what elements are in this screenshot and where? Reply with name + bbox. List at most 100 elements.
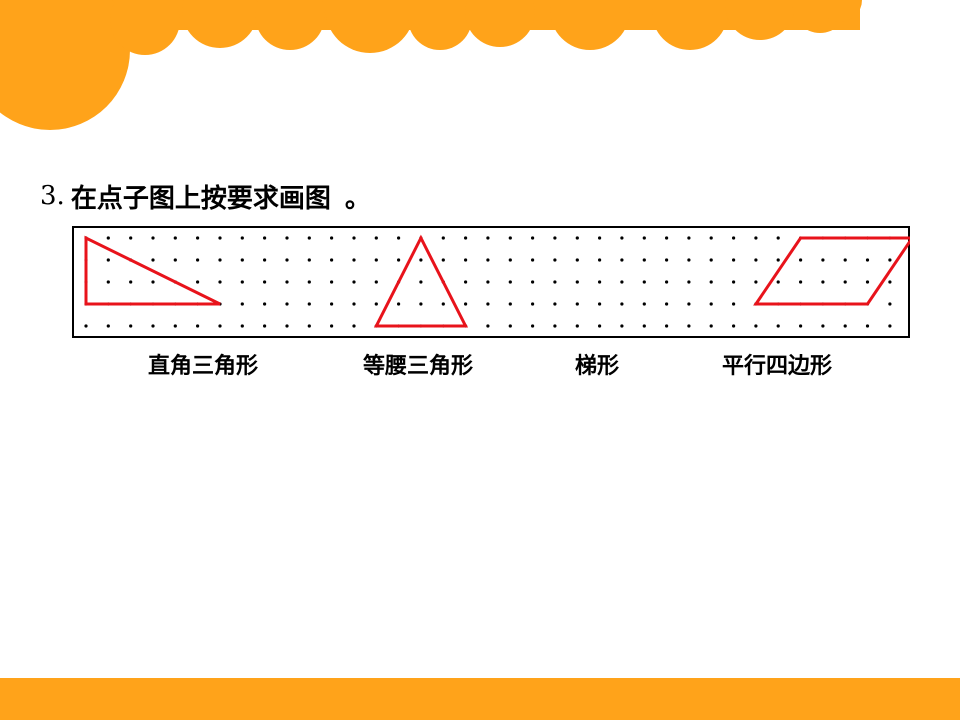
grid-dot [709,258,713,262]
grid-dot [106,236,110,240]
grid-dot [240,236,244,240]
grid-dot [419,302,423,306]
grid-dot [129,280,133,284]
grid-dot [441,302,445,306]
grid-dot [129,324,133,328]
grid-dot [106,324,110,328]
grid-dot [754,280,758,284]
grid-dot [263,280,267,284]
grid-dot [263,302,267,306]
grid-dot [843,280,847,284]
grid-dot [553,280,557,284]
grid-dot [240,302,244,306]
grid-dot [218,258,222,262]
parallelogram-shape [753,236,910,306]
grid-dot [598,302,602,306]
grid-dot [263,236,267,240]
grid-dot [486,324,490,328]
grid-dot [464,302,468,306]
grid-dot [352,280,356,284]
grid-dot [419,258,423,262]
grid-dot [553,324,557,328]
grid-dot [508,280,512,284]
grid-dot [508,236,512,240]
grid-dot [888,324,892,328]
grid-dot [665,236,669,240]
grid-dot [709,280,713,284]
grid-dot [151,280,155,284]
grid-dot [240,280,244,284]
grid-dot [330,324,334,328]
grid-dot [106,280,110,284]
grid-dot [598,280,602,284]
grid-dot [553,236,557,240]
grid-dot [642,236,646,240]
grid-dot [464,258,468,262]
grid-dot [307,236,311,240]
grid-dot [687,324,691,328]
grid-dot [821,280,825,284]
label-isosceles-triangle: 等腰三角形 [362,354,474,379]
grid-dot [799,324,803,328]
grid-dot [754,324,758,328]
grid-dot [464,236,468,240]
grid-dot [642,258,646,262]
grid-dot [843,324,847,328]
orange-cloud-header [0,0,862,130]
grid-dot [397,258,401,262]
grid-dot [620,280,624,284]
grid-dot [799,258,803,262]
grid-dot [687,236,691,240]
grid-dot [352,236,356,240]
grid-dot [307,324,311,328]
grid-dot [464,280,468,284]
question-period: 。 [344,183,371,214]
grid-dot [754,236,758,240]
grid-dot [709,324,713,328]
grid-dot [129,236,133,240]
grid-dot [843,258,847,262]
isosceles-triangle-shape [373,234,469,328]
grid-dot [553,302,557,306]
question-text: 在点子图上按要求画图 [70,183,331,214]
grid-dots [84,236,892,328]
dot-grid-figure [72,226,910,338]
grid-dot [307,280,311,284]
grid-dot [575,302,579,306]
grid-dot [709,236,713,240]
label-right-triangle: 直角三角形 [147,354,259,379]
grid-dot [620,258,624,262]
grid-dot [888,302,892,306]
grid-dot [687,258,691,262]
grid-dot [196,236,200,240]
grid-dot [374,302,378,306]
grid-dot [732,258,736,262]
grid-dot [665,280,669,284]
grid-dot [620,302,624,306]
grid-dot [776,324,780,328]
grid-dot [821,258,825,262]
grid-dot [865,280,870,284]
grid-dot [486,258,490,262]
grid-dot [352,324,356,328]
grid-dot [196,258,200,262]
grid-dot [397,302,401,306]
label-trapezoid: 梯形 [574,354,620,379]
grid-dot [620,236,624,240]
grid-frame [72,226,910,338]
grid-dot [218,280,222,284]
grid-dot [218,236,222,240]
grid-dot [665,324,669,328]
grid-dot [888,258,892,262]
grid-dot [776,280,780,284]
grid-dot [687,280,691,284]
grid-dot [173,236,177,240]
grid-dot [665,302,669,306]
grid-dot [508,302,512,306]
grid-dot [374,258,378,262]
grid-dot [285,280,289,284]
grid-dot [307,258,311,262]
grid-dot [240,258,244,262]
grid-dot [620,324,624,328]
grid-dot [598,258,602,262]
